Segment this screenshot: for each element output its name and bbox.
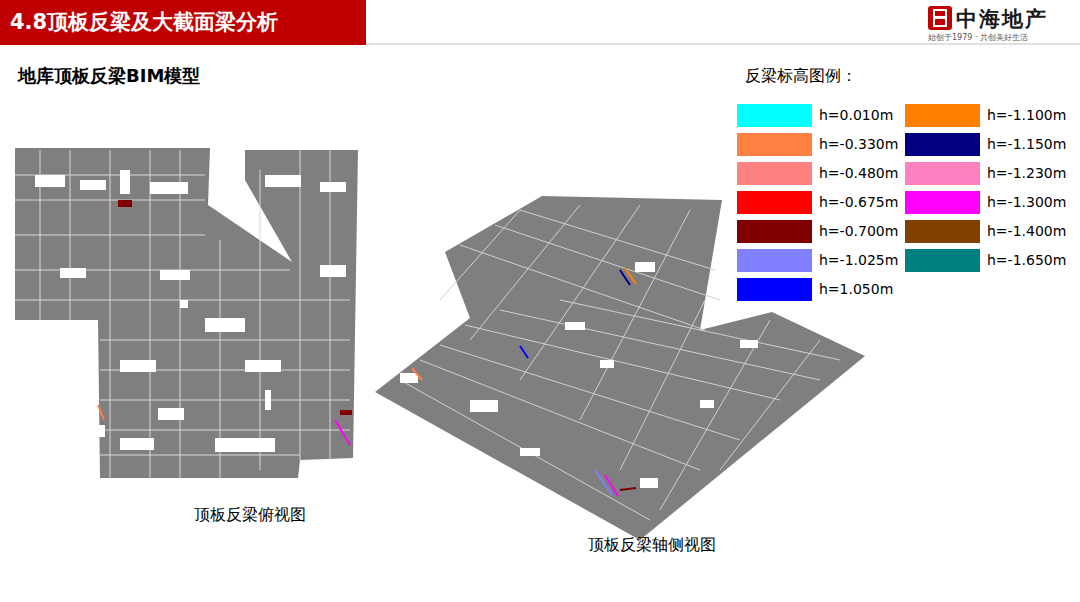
legend-swatch [737,191,812,214]
top-view-model [15,148,358,478]
legend-swatch [737,278,812,301]
legend-label: h=1.050m [819,280,893,299]
legend-swatch [905,104,980,127]
legend-label: h=-1.400m [987,222,1066,241]
legend-label: h=-1.150m [987,135,1066,154]
legend-label: h=-0.330m [819,135,898,154]
header-rule [366,44,1080,45]
legend-swatch [737,162,812,185]
legend-swatch [905,249,980,272]
legend-title: 反梁标高图例： [745,66,857,87]
section-heading: 地库顶板反梁BIM模型 [18,64,200,88]
logo-icon [928,6,952,30]
legend-swatch [737,133,812,156]
legend-label: h=0.010m [819,106,893,125]
legend-label: h=-1.650m [987,251,1066,270]
legend-label: h=-1.230m [987,164,1066,183]
legend-label: h=-1.100m [987,106,1066,125]
legend-label: h=-1.300m [987,193,1066,212]
legend-label: h=-0.700m [819,222,898,241]
brand-slogan: 始创于1979 · 共创美好生活 [928,32,1028,43]
legend-swatch [905,191,980,214]
legend-swatch [737,220,812,243]
legend-label: h=-0.480m [819,164,898,183]
brand-name: 中海地产 [956,5,1048,33]
legend-label: h=-1.025m [819,251,898,270]
slide-title: 4.8顶板反梁及大截面梁分析 [10,8,278,36]
axonometric-model [375,196,865,540]
legend-label: h=-0.675m [819,193,898,212]
view-caption: 顶板反梁轴侧视图 [588,535,716,556]
legend-swatch [737,104,812,127]
title-bar [0,0,366,45]
view-caption: 顶板反梁俯视图 [194,505,306,526]
legend-swatch [737,249,812,272]
legend-swatch [905,133,980,156]
legend-swatch [905,162,980,185]
legend-swatch [905,220,980,243]
